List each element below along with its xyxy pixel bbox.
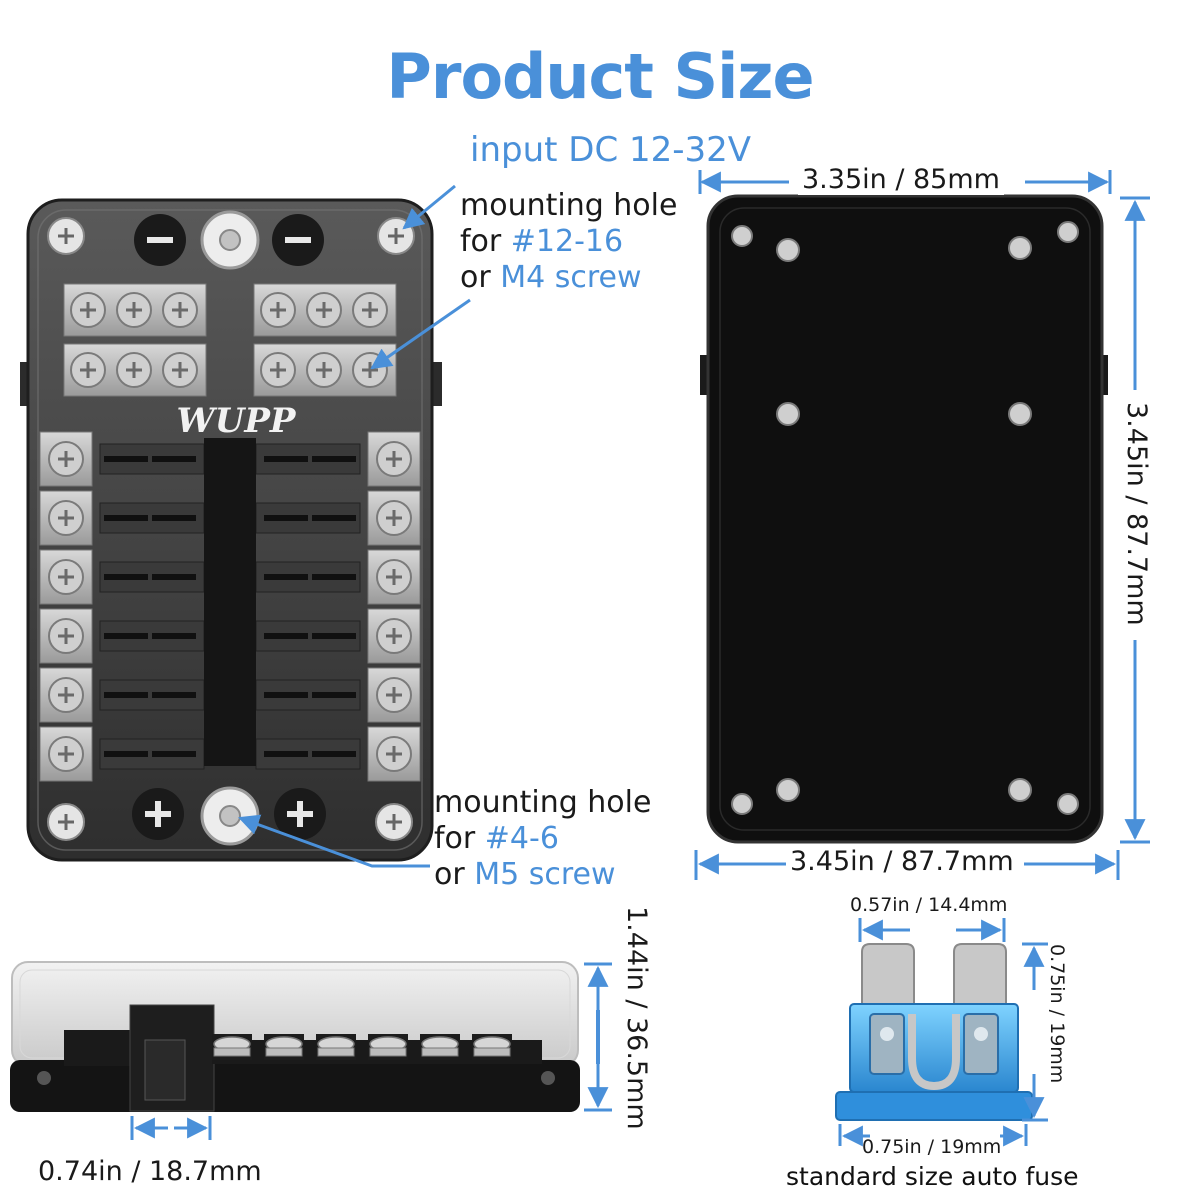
mounting-hole-top-label: mounting hole for #12-16 or M4 screw <box>460 188 678 295</box>
fuse-row <box>39 549 421 605</box>
fuse-box-back <box>700 194 1108 844</box>
led-strip <box>204 438 256 766</box>
fuse-width-dimension: 0.75in / 19mm <box>862 1136 1002 1158</box>
callout-arrow-input <box>402 184 456 230</box>
back-screws <box>731 221 1079 815</box>
back-height-dimension: 3.45in / 87.7mm <box>1121 398 1152 630</box>
side-terminals <box>212 1034 512 1060</box>
fuse-row <box>39 608 421 664</box>
fuse-box-side <box>10 961 580 1112</box>
callout-arrow-mount-bottom <box>238 814 430 868</box>
page-title: Product Size <box>386 40 814 113</box>
input-voltage-label: input DC 12-32V <box>470 130 752 170</box>
fuse-height-dimension: 0.75in / 19mm <box>1046 944 1068 1084</box>
callout-arrow-mount-top <box>370 298 471 370</box>
back-width-dimension: 3.35in / 85mm <box>798 164 1004 195</box>
fuse-row <box>39 667 421 723</box>
fuse-prong-width-dimension: 0.57in / 14.4mm <box>850 894 1008 916</box>
side-height-dimension: 1.44in / 36.5mm <box>621 902 652 1134</box>
fuse-row <box>39 490 421 546</box>
fuse-rows <box>39 431 421 782</box>
brand-logo: WUPP <box>177 401 297 441</box>
fuse-caption: standard size auto fuse <box>786 1162 1079 1191</box>
side-gap-dimension: 0.74in / 18.7mm <box>38 1156 262 1187</box>
back-bottom-width-dimension: 3.45in / 87.7mm <box>786 846 1018 877</box>
fuse-row <box>39 726 421 782</box>
mounting-hole-bottom-label: mounting hole for #4-6 or M5 screw <box>434 785 652 892</box>
auto-fuse <box>835 943 1033 1121</box>
fuse-box-front: WUPP <box>20 198 442 862</box>
